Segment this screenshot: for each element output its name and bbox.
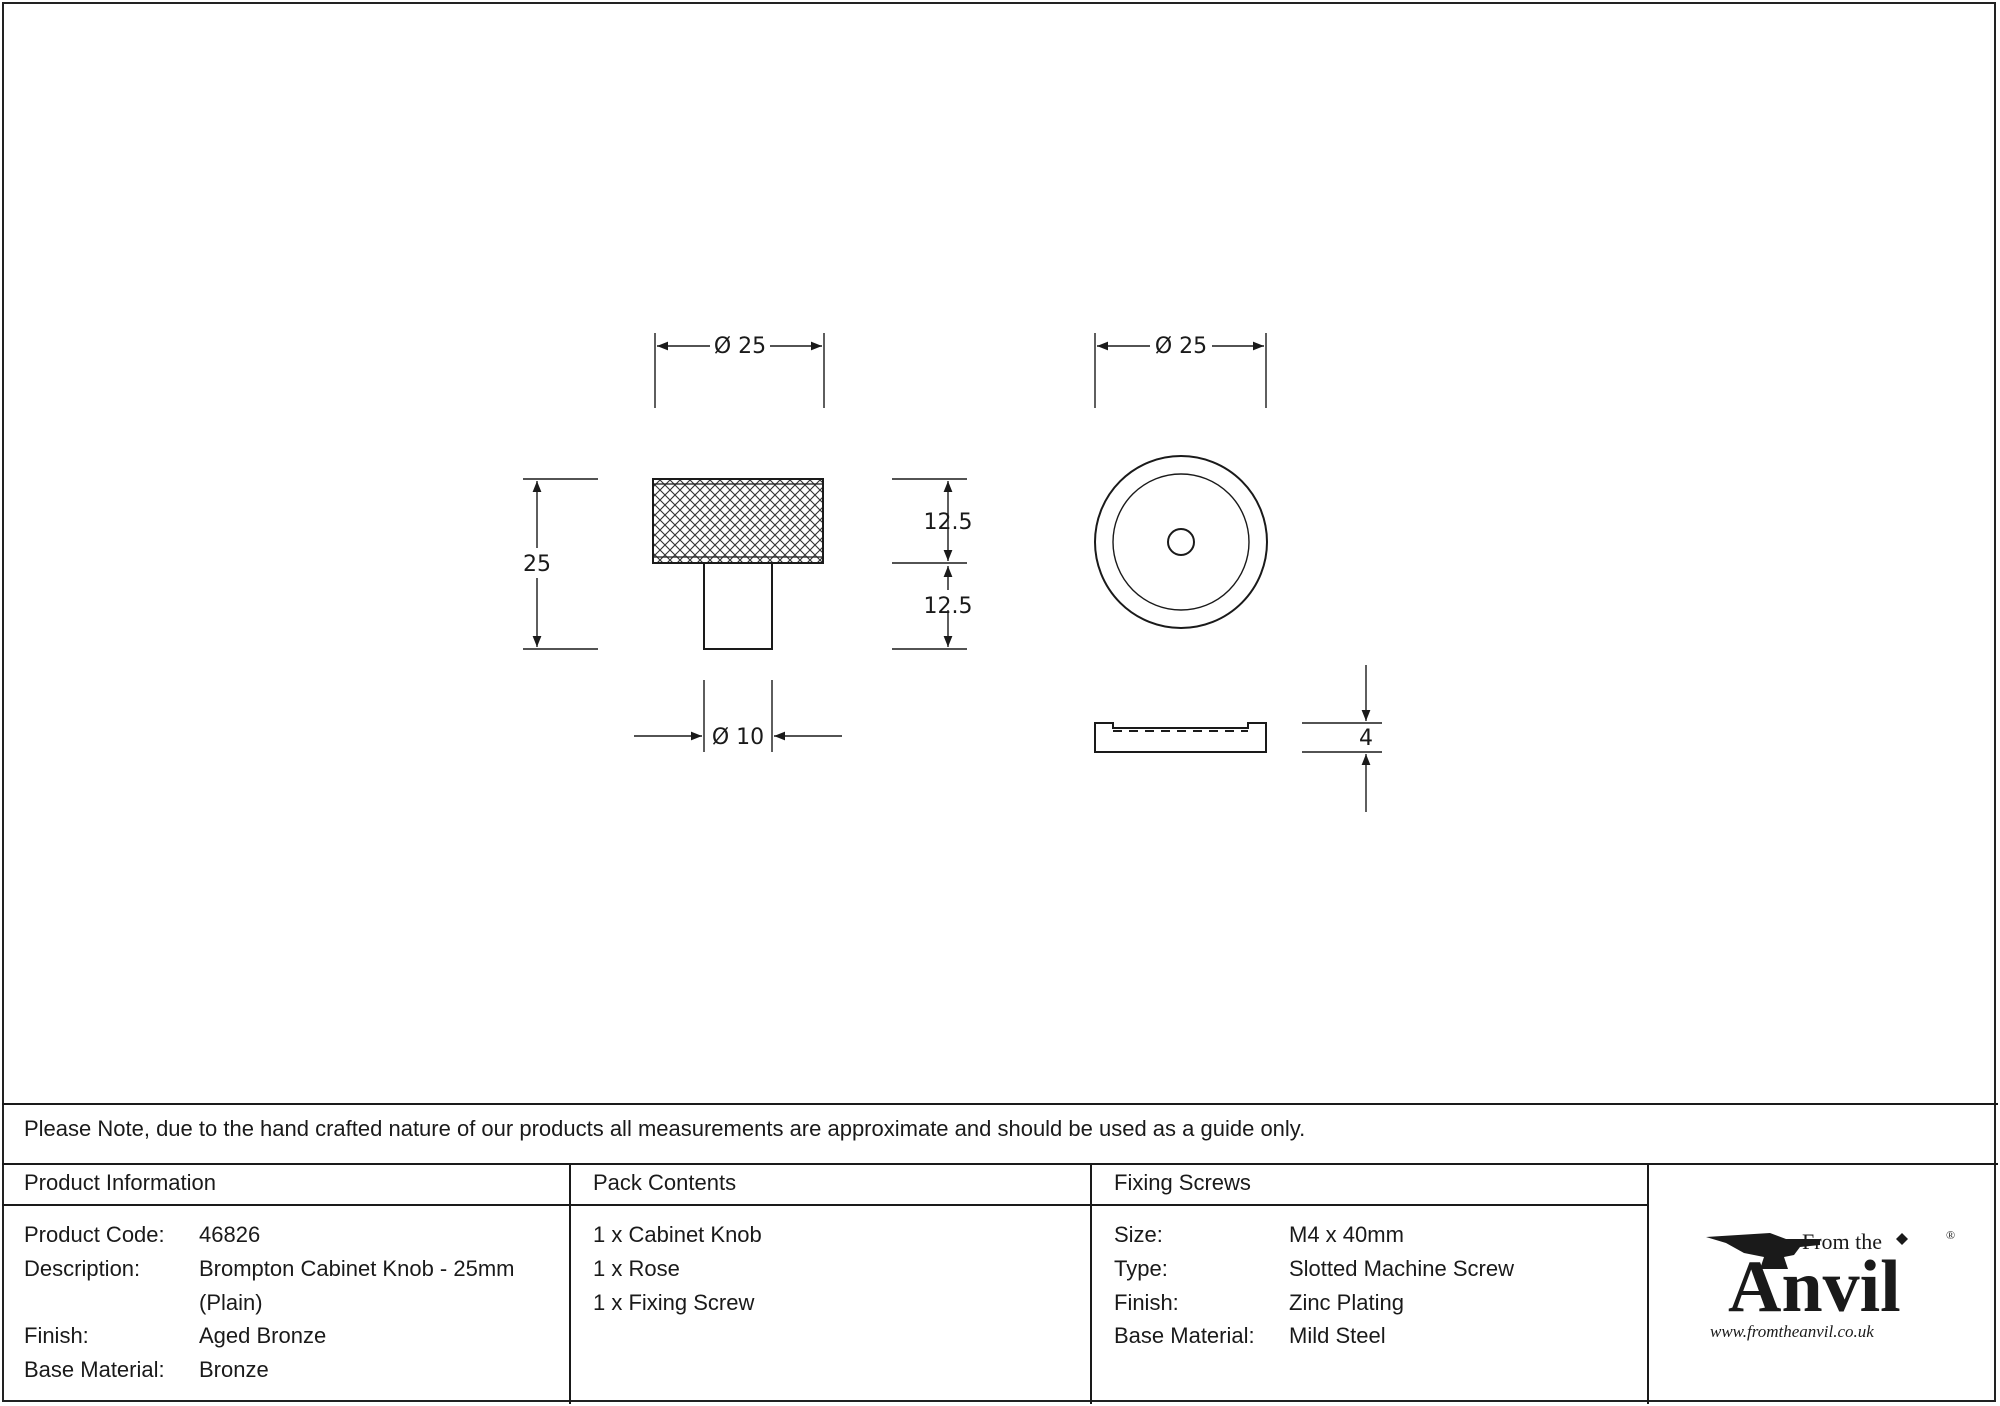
rose-front-view: [1094, 455, 1268, 629]
screw-type-label: Type:: [1114, 1256, 1168, 1281]
product-code-label: Product Code:: [24, 1222, 165, 1247]
screw-size-label: Size:: [1114, 1222, 1163, 1247]
fixing-screws-heading: Fixing Screws: [1114, 1170, 1251, 1195]
product-info-heading: Product Information: [24, 1170, 216, 1195]
description-value: Brompton Cabinet Knob - 25mm: [199, 1256, 515, 1281]
product-code-value: 46826: [199, 1222, 261, 1247]
diamond-icon: [1896, 1233, 1908, 1245]
knob-diameter-label: Ø 25: [714, 334, 766, 359]
base-material-value: Bronze: [199, 1357, 269, 1382]
stem-diameter-label: Ø 10: [712, 725, 764, 750]
logo-url: www.fromtheanvil.co.uk: [1710, 1322, 1874, 1341]
description-cont-value: (Plain): [199, 1290, 263, 1315]
screw-type-value: Slotted Machine Screw: [1289, 1256, 1514, 1281]
registered-mark: ®: [1946, 1228, 1955, 1242]
rose-thickness-label: 4: [1359, 726, 1373, 751]
rose-side-view: [1094, 722, 1267, 753]
knob-side-view: [652, 478, 824, 650]
knob-height-label: 25: [523, 552, 551, 577]
base-material-label: Base Material:: [24, 1357, 165, 1382]
knob-stem-height-label: 12.5: [924, 594, 973, 619]
pack-item: 1 x Rose: [593, 1256, 680, 1281]
anvil-icon: [1706, 1233, 1820, 1269]
rose-diameter-label: Ø 25: [1155, 334, 1207, 359]
logo-anvil-name: Anvil: [1728, 1246, 1901, 1328]
screw-finish-label: Finish:: [1114, 1290, 1179, 1315]
finish-label: Finish:: [24, 1323, 89, 1348]
finish-value: Aged Bronze: [199, 1323, 327, 1348]
pack-item: 1 x Cabinet Knob: [593, 1222, 762, 1247]
screw-material-label: Base Material:: [1114, 1323, 1255, 1348]
measurement-note: Please Note, due to the hand crafted nat…: [24, 1116, 1306, 1141]
logo-from-the: From the: [1802, 1229, 1882, 1254]
screw-finish-value: Zinc Plating: [1289, 1290, 1404, 1315]
screw-material-value: Mild Steel: [1289, 1323, 1386, 1348]
description-label: Description:: [24, 1256, 141, 1281]
pack-contents-heading: Pack Contents: [593, 1170, 737, 1195]
screw-size-value: M4 x 40mm: [1289, 1222, 1404, 1247]
from-the-anvil-logo: From the Anvil ® www.fromtheanvil.co.uk: [1706, 1228, 1955, 1341]
pack-item: 1 x Fixing Screw: [593, 1290, 755, 1315]
knob-head-height-label: 12.5: [924, 510, 973, 535]
